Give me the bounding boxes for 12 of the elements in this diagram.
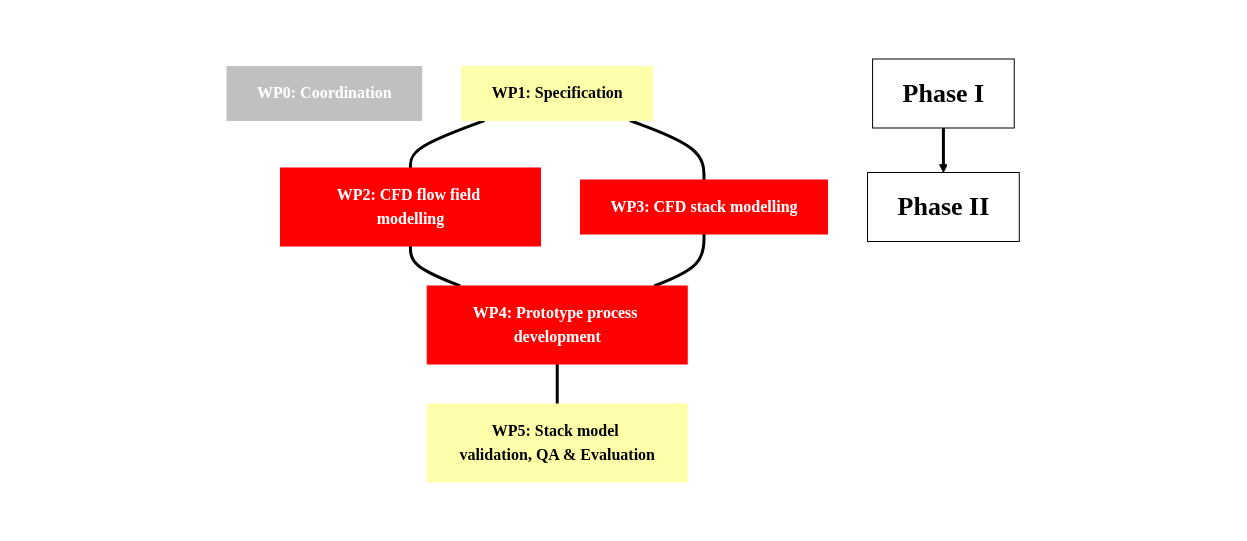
node-box: WP0: Coordination bbox=[226, 66, 423, 121]
connector bbox=[556, 364, 560, 404]
connector bbox=[409, 119, 486, 168]
node-box: WP3: CFD stack modelling bbox=[580, 179, 829, 235]
node-box: Phase II bbox=[867, 172, 1021, 242]
arrow bbox=[939, 128, 949, 173]
node-box: WP2: CFD flow field modelling bbox=[280, 167, 542, 247]
node-box: WP5: Stack model validation, QA & Evaluation bbox=[427, 403, 689, 483]
node-box: WP4: Prototype process development bbox=[427, 285, 689, 365]
node-box: Phase I bbox=[872, 58, 1016, 129]
node-box: WP1: Specification bbox=[461, 66, 654, 121]
connector bbox=[629, 119, 706, 180]
